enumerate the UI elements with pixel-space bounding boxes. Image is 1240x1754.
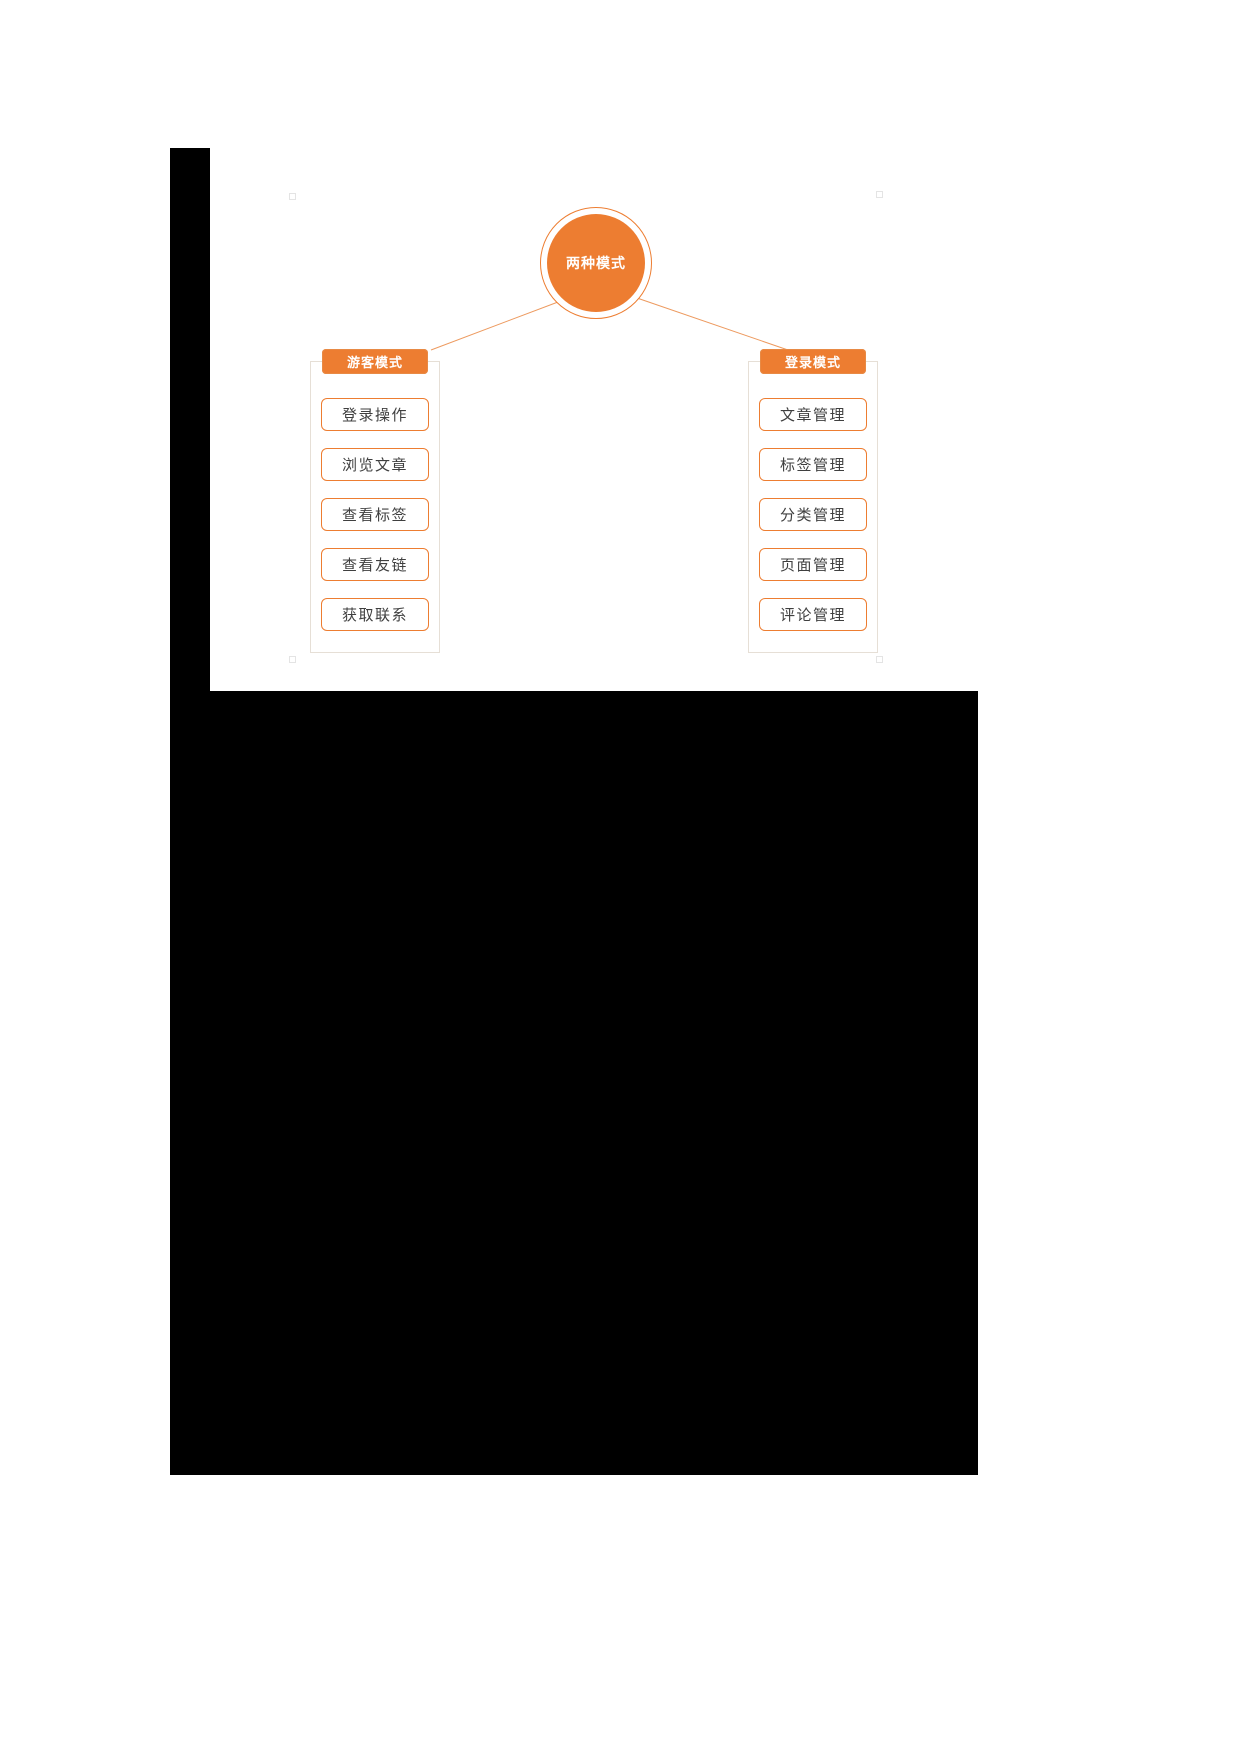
group-guest-header: 游客模式	[322, 349, 428, 374]
group-login-header: 登录模式	[760, 349, 866, 374]
node-item: 获取联系	[321, 598, 429, 631]
redaction-bottom-block	[170, 691, 978, 1475]
corner-mark-top-left	[289, 193, 296, 200]
group-guest-items: 登录操作 浏览文章 查看标签 查看友链 获取联系	[311, 398, 439, 631]
node-item: 页面管理	[759, 548, 867, 581]
node-item: 标签管理	[759, 448, 867, 481]
group-guest-mode: 游客模式 登录操作 浏览文章 查看标签 查看友链 获取联系	[310, 349, 440, 653]
node-item: 分类管理	[759, 498, 867, 531]
group-login-mode: 登录模式 文章管理 标签管理 分类管理 页面管理 评论管理	[748, 349, 878, 653]
node-item: 查看友链	[321, 548, 429, 581]
corner-mark-top-right	[876, 191, 883, 198]
redaction-left-bar	[170, 148, 210, 691]
corner-mark-bottom-right	[876, 656, 883, 663]
node-item: 浏览文章	[321, 448, 429, 481]
node-item: 评论管理	[759, 598, 867, 631]
root-node-label: 两种模式	[566, 256, 626, 272]
connector-lines	[430, 297, 789, 351]
connector-root-to-login	[636, 297, 789, 351]
group-login-items: 文章管理 标签管理 分类管理 页面管理 评论管理	[749, 398, 877, 631]
root-node-circle: 两种模式	[547, 214, 645, 312]
connector-root-to-guest	[430, 301, 559, 351]
node-item: 登录操作	[321, 398, 429, 431]
mindmap-diagram: 两种模式 游客模式 登录操作 浏览文章 查看标签 查看友链 获取联系 登录模式 …	[0, 0, 1240, 740]
root-node: 两种模式	[540, 207, 652, 319]
corner-mark-bottom-left	[289, 656, 296, 663]
node-item: 文章管理	[759, 398, 867, 431]
node-item: 查看标签	[321, 498, 429, 531]
